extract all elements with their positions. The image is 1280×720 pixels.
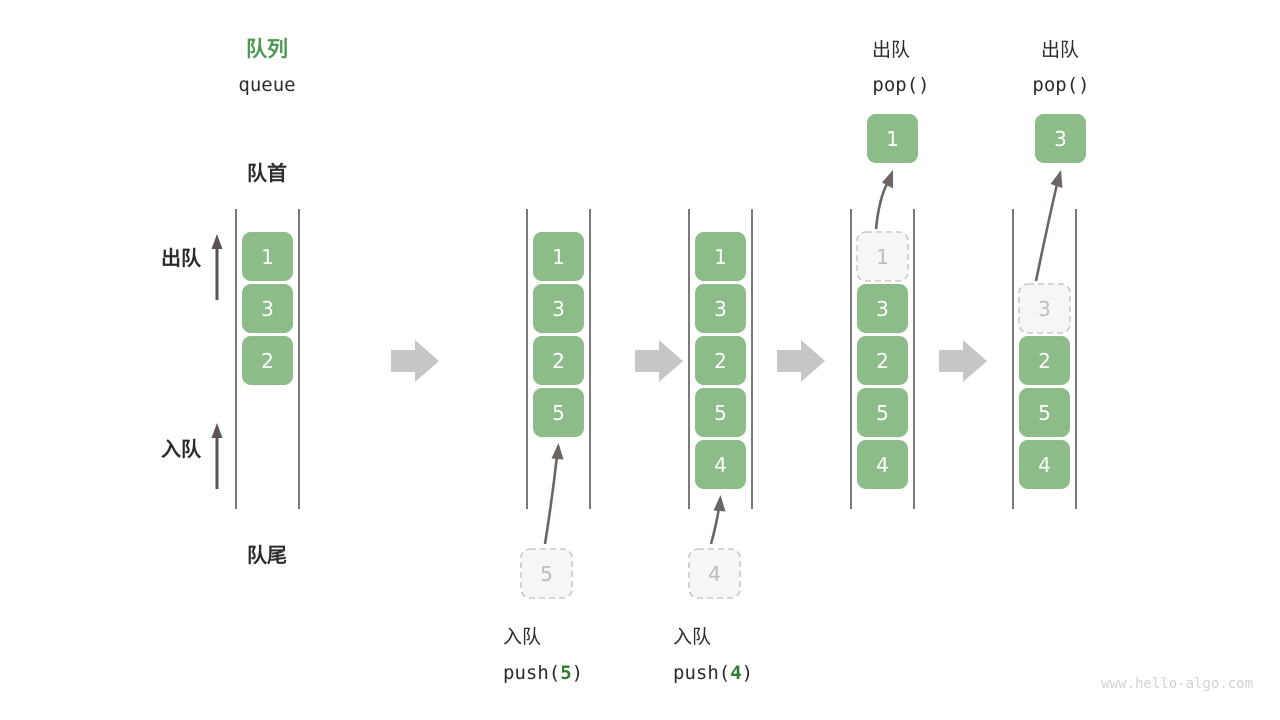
pop-arrow (1034, 170, 1063, 282)
stage-push-5: 1 3 2 5 5 入队 (503, 209, 591, 684)
stage-pop-3: 出队 pop() 3 3 2 5 (1012, 39, 1090, 509)
removed-ghost-value: 1 (876, 245, 889, 269)
watermark: www.hello-algo.com (1101, 676, 1253, 692)
queue-item-value: 1 (261, 245, 274, 269)
queue-item: 4 (857, 440, 908, 489)
queue-item: 4 (1019, 440, 1070, 489)
queue-item: 3 (242, 284, 293, 333)
queue-item-value: 2 (261, 349, 274, 373)
queue-item: 2 (857, 336, 908, 385)
pop-header-code: pop() (872, 74, 929, 96)
queue-item-value: 2 (876, 349, 889, 373)
push-caption-cn: 入队 (503, 626, 541, 648)
enqueue-label: 入队 (161, 437, 202, 461)
queue-item: 1 (242, 232, 293, 281)
incoming-ghost-box: 5 (520, 548, 573, 599)
queue-title-cn: 队列 (246, 37, 288, 61)
queue-item-value: 5 (1038, 401, 1051, 425)
queue-item-new: 5 (533, 388, 584, 437)
queue-item-value: 3 (552, 297, 565, 321)
queue-item: 2 (533, 336, 584, 385)
popped-item: 3 (1035, 114, 1086, 163)
queue-item: 5 (1019, 388, 1070, 437)
step-arrow-2 (635, 340, 683, 382)
queue-item-value: 2 (552, 349, 565, 373)
popped-item-value: 1 (886, 127, 899, 151)
queue-item-value: 5 (714, 401, 727, 425)
queue-item: 5 (857, 388, 908, 437)
incoming-ghost-value: 5 (540, 562, 553, 586)
push-caption-cn: 入队 (673, 626, 711, 648)
pop-header-code: pop() (1032, 74, 1089, 96)
push-arrow (709, 495, 726, 545)
queue-item-value: 4 (876, 453, 889, 477)
queue-head-label: 队首 (247, 161, 287, 185)
queue-item-value: 3 (261, 297, 274, 321)
queue-item: 1 (695, 232, 746, 281)
queue-item-value: 3 (714, 297, 727, 321)
push-caption-code: push(5) (503, 662, 583, 684)
removed-ghost-box: 3 (1018, 283, 1071, 334)
dequeue-direction-arrow (211, 234, 223, 300)
queue-item-value: 4 (1038, 453, 1051, 477)
pop-header-cn: 出队 (1041, 39, 1079, 61)
queue-item: 2 (242, 336, 293, 385)
popped-item-value: 3 (1054, 127, 1067, 151)
step-arrow-3 (777, 340, 825, 382)
stage-pop-1: 出队 pop() 1 1 3 2 (850, 39, 930, 509)
push-arrow (543, 443, 564, 545)
removed-ghost-value: 3 (1038, 297, 1051, 321)
step-arrow-4 (939, 340, 987, 382)
queue-item-new: 4 (695, 440, 746, 489)
queue-item-value: 5 (876, 401, 889, 425)
pop-arrow (874, 170, 893, 230)
queue-item: 3 (857, 284, 908, 333)
queue-item: 5 (695, 388, 746, 437)
queue-item-value: 3 (876, 297, 889, 321)
pop-header-cn: 出队 (872, 39, 910, 61)
push-caption-code: push(4) (673, 662, 753, 684)
step-arrow-1 (391, 340, 439, 382)
queue-item-value: 1 (552, 245, 565, 269)
incoming-ghost-value: 4 (708, 562, 721, 586)
removed-ghost-box: 1 (856, 231, 909, 282)
queue-item: 2 (695, 336, 746, 385)
queue-tail-label: 队尾 (247, 543, 287, 567)
queue-item: 2 (1019, 336, 1070, 385)
enqueue-direction-arrow (211, 423, 223, 489)
queue-item-value: 5 (552, 401, 565, 425)
stage-push-4: 1 3 2 5 4 4 (673, 209, 753, 684)
stage-initial: 队列 queue 队首 队尾 出队 入队 1 (161, 37, 300, 567)
queue-item-value: 2 (1038, 349, 1051, 373)
queue-item-value: 2 (714, 349, 727, 373)
queue-title-en: queue (238, 74, 295, 96)
incoming-ghost-box: 4 (688, 548, 741, 599)
queue-item: 3 (695, 284, 746, 333)
queue-item-value: 1 (714, 245, 727, 269)
queue-item: 1 (533, 232, 584, 281)
dequeue-label: 出队 (161, 246, 202, 270)
queue-item-value: 4 (714, 453, 727, 477)
popped-item: 1 (867, 114, 918, 163)
queue-item: 3 (533, 284, 584, 333)
